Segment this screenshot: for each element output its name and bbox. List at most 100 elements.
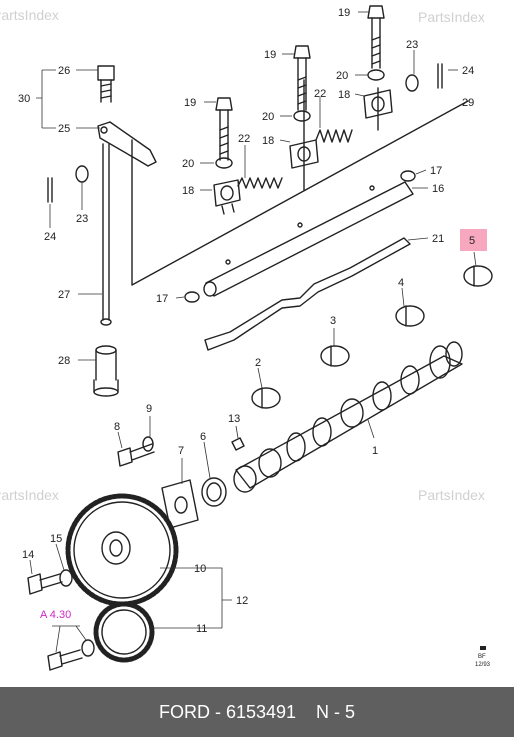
camshaft-gear <box>429 345 451 379</box>
sprocket-hub <box>109 539 123 557</box>
leader-line <box>401 287 405 307</box>
callout-6[interactable]: 6 <box>200 431 206 443</box>
stamp-icon <box>480 646 486 650</box>
leader-line <box>367 419 375 439</box>
callout-29[interactable]: 29 <box>462 97 474 109</box>
callout-28[interactable]: 28 <box>58 355 70 367</box>
footer-text: FORD - 6153491 N - 5 <box>158 701 356 722</box>
leader-line <box>473 251 477 267</box>
camshaft-journal <box>340 398 364 428</box>
callout-17[interactable]: 17 <box>156 293 168 305</box>
bracket-30 <box>36 69 56 129</box>
callout-27[interactable]: 27 <box>58 289 70 301</box>
camshaft-journal <box>258 448 282 478</box>
callout-13[interactable]: 13 <box>228 413 240 425</box>
callout-17[interactable]: 17 <box>430 165 442 177</box>
rocker-arm-hole <box>100 126 108 134</box>
leader-line <box>279 139 291 143</box>
leader-line <box>175 296 185 299</box>
watermark: PartsIndex <box>0 487 59 503</box>
highlight-box <box>460 229 487 251</box>
callout-18[interactable]: 18 <box>262 135 274 147</box>
rocker-shaft <box>205 181 414 297</box>
camshaft-sprocket <box>73 501 171 599</box>
leader-line <box>55 543 65 571</box>
shaft-hole <box>225 259 231 265</box>
thrust-plate <box>161 479 199 529</box>
callout-22[interactable]: 22 <box>238 133 250 145</box>
callout-19[interactable]: 19 <box>338 7 350 19</box>
callout-24[interactable]: 24 <box>44 231 56 243</box>
washer <box>142 436 154 452</box>
thrust-plate-hole <box>174 496 188 514</box>
callout-10[interactable]: 10 <box>194 563 206 575</box>
rocker-pedestal <box>363 89 393 119</box>
camshaft-end <box>445 341 463 367</box>
shaft-hole <box>297 222 303 228</box>
callout-20[interactable]: 20 <box>182 158 194 170</box>
pushrod-end <box>100 318 112 326</box>
callout-11[interactable]: 11 <box>196 623 207 635</box>
oil-seal <box>206 482 222 502</box>
bolt <box>47 649 83 671</box>
callout-16[interactable]: 16 <box>432 183 444 195</box>
part-number-footer: FORD - 6153491 N - 5 <box>0 687 514 737</box>
sprocket-hub <box>101 531 131 565</box>
callout-19[interactable]: 19 <box>264 49 276 61</box>
adjusting-screw <box>97 65 115 103</box>
woodruff-key <box>231 437 245 451</box>
callout-22[interactable]: 22 <box>314 88 326 100</box>
callout-24[interactable]: 24 <box>462 65 474 77</box>
callout-4[interactable]: 4 <box>398 277 404 289</box>
callout-20[interactable]: 20 <box>262 111 274 123</box>
reference-link-a430[interactable]: A 4.30 <box>40 609 71 621</box>
callout-19[interactable]: 19 <box>184 97 196 109</box>
cam-bearing <box>251 387 281 409</box>
callout-30[interactable]: 30 <box>18 93 30 105</box>
callout-15[interactable]: 15 <box>50 533 62 545</box>
callout-21[interactable]: 21 <box>432 233 444 245</box>
callout-2[interactable]: 2 <box>255 357 261 369</box>
callout-5[interactable]: 5 <box>469 235 475 247</box>
callout-3[interactable]: 3 <box>330 315 336 327</box>
rocker-pedestal <box>289 139 319 169</box>
callout-12[interactable]: 12 <box>236 595 248 607</box>
pin <box>437 63 443 89</box>
stamp-line-1: BF <box>478 654 486 660</box>
camshaft-lobe <box>286 432 306 462</box>
bolt <box>215 97 233 161</box>
callout-25[interactable]: 25 <box>58 123 70 135</box>
cam-bearing-highlighted <box>463 265 493 287</box>
crank-sprocket <box>101 609 147 655</box>
leader-line <box>407 237 429 241</box>
leader-line <box>354 93 365 97</box>
watermark: PartsIndex <box>418 487 485 503</box>
leader-line <box>117 431 123 449</box>
callout-7[interactable]: 7 <box>178 445 184 457</box>
callout-9[interactable]: 9 <box>146 403 152 415</box>
washer <box>367 69 385 81</box>
callout-18[interactable]: 18 <box>338 89 350 101</box>
watermark: PartsIndex <box>418 9 485 25</box>
camshaft-lobe <box>312 417 332 447</box>
callout-8[interactable]: 8 <box>114 421 120 433</box>
stamp-line-2: 12/93 <box>475 662 491 668</box>
shaft-hole <box>369 185 375 191</box>
callout-1[interactable]: 1 <box>372 445 378 457</box>
camshaft-lobe <box>400 365 420 395</box>
cam-bearing <box>395 305 425 327</box>
leader-line <box>29 559 33 575</box>
assembly-line <box>131 100 469 286</box>
callout-14[interactable]: 14 <box>22 549 34 561</box>
callout-23[interactable]: 23 <box>406 39 418 51</box>
callout-20[interactable]: 20 <box>336 70 348 82</box>
callout-18[interactable]: 18 <box>182 185 194 197</box>
rocker-spring <box>315 129 353 143</box>
crank-sprocket <box>93 601 155 663</box>
camshaft-lobe <box>372 381 392 411</box>
shaft-plug <box>184 291 200 303</box>
callout-26[interactable]: 26 <box>58 65 70 77</box>
callout-23[interactable]: 23 <box>76 213 88 225</box>
washer <box>215 157 233 169</box>
camshaft-end <box>233 465 257 493</box>
